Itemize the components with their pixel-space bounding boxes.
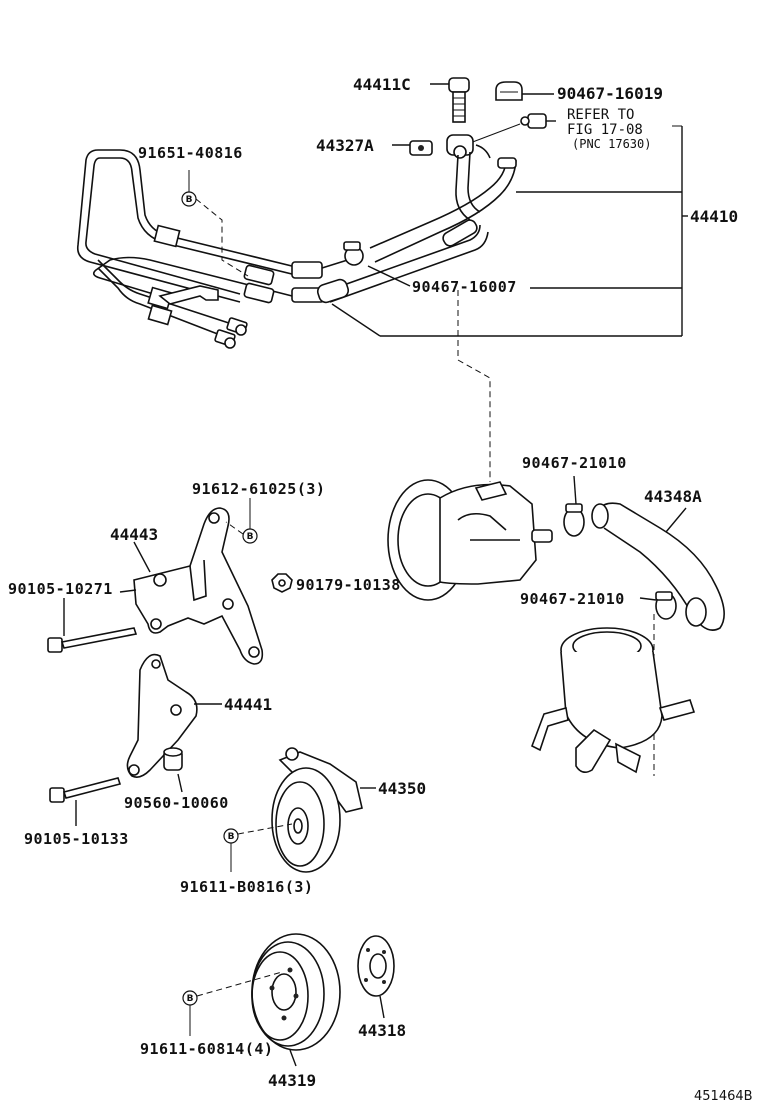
label-91611-B0816[interactable]: 91611-B0816(3) bbox=[180, 878, 313, 896]
bolt-marker-text: B bbox=[186, 195, 193, 205]
return-hose-44348A[interactable] bbox=[591, 502, 725, 631]
label-44410[interactable]: 44410 bbox=[690, 207, 738, 226]
reference-line3: (PNC 17630) bbox=[572, 137, 651, 151]
bolt-marker-91611-60814[interactable]: B bbox=[182, 990, 198, 1006]
bracket-44443[interactable] bbox=[133, 507, 264, 665]
bolt-marker-91611-B0816[interactable]: B bbox=[223, 828, 239, 844]
leader-90467-21010-upper bbox=[573, 475, 577, 505]
union-bolt-44411C[interactable] bbox=[448, 77, 470, 123]
bracket-44441[interactable] bbox=[126, 653, 198, 778]
clip-90467-16019[interactable] bbox=[495, 81, 523, 101]
power-steering-pump[interactable] bbox=[387, 479, 553, 601]
label-91651-40816[interactable]: 91651-40816 bbox=[138, 144, 243, 162]
leader-90105-10271-b bbox=[119, 589, 137, 593]
leader-90467-21010-lower bbox=[639, 597, 657, 601]
idler-pulley-44350[interactable] bbox=[271, 747, 363, 873]
bolt-marker-text-4: B bbox=[187, 994, 194, 1004]
dash-91612-61025 bbox=[225, 521, 244, 535]
label-90105-10133[interactable]: 90105-10133 bbox=[24, 830, 129, 848]
label-44327A[interactable]: 44327A bbox=[316, 136, 374, 155]
label-44411C[interactable]: 44411C bbox=[353, 75, 411, 94]
leader-44319 bbox=[289, 1049, 297, 1067]
label-90560-10060[interactable]: 90560-10060 bbox=[124, 794, 229, 812]
bolt-marker-text-3: B bbox=[228, 832, 235, 842]
leader-valve bbox=[469, 123, 521, 144]
bolt-90105-10133[interactable] bbox=[49, 777, 122, 803]
leader-44318 bbox=[379, 995, 385, 1019]
union-fitting bbox=[446, 134, 474, 159]
spacer-90560-10060[interactable] bbox=[163, 747, 183, 771]
reservoir-tank[interactable] bbox=[530, 627, 696, 774]
label-90467-21010-lower[interactable]: 90467-21010 bbox=[520, 590, 625, 608]
figure-code: 451464B bbox=[694, 1089, 753, 1104]
label-90467-16019[interactable]: 90467-16019 bbox=[557, 84, 663, 103]
clamp-90467-16007[interactable] bbox=[343, 241, 364, 266]
label-44350[interactable]: 44350 bbox=[378, 779, 426, 798]
pulley-44319[interactable] bbox=[251, 933, 341, 1051]
bracket-44410 bbox=[331, 126, 688, 337]
clamp-90467-21010-lower[interactable] bbox=[655, 591, 677, 620]
clamp-90467-21010-upper[interactable] bbox=[563, 503, 585, 537]
bolt-marker-91612-61025[interactable]: B bbox=[242, 528, 258, 544]
dash-91611-60814 bbox=[196, 971, 283, 997]
valve-connector[interactable] bbox=[520, 113, 556, 129]
leader-90560-10060 bbox=[177, 773, 183, 793]
label-91611-60814[interactable]: 91611-60814(4) bbox=[140, 1040, 273, 1058]
label-90179-10138[interactable]: 90179-10138 bbox=[296, 576, 401, 594]
label-91612-61025[interactable]: 91612-61025(3) bbox=[192, 480, 325, 498]
dash-91651-40816 bbox=[195, 198, 249, 277]
reference-line1: REFER TO bbox=[567, 107, 634, 123]
clamp-44327A[interactable] bbox=[409, 140, 433, 156]
dash-91611-B0816 bbox=[237, 823, 293, 835]
label-44319[interactable]: 44319 bbox=[268, 1071, 316, 1090]
plate-44318[interactable] bbox=[357, 935, 395, 997]
leader-44348A bbox=[665, 507, 687, 533]
label-90105-10271[interactable]: 90105-10271 bbox=[8, 580, 113, 598]
leader-90467-16007-a bbox=[367, 265, 411, 287]
bolt-marker-91651-40816[interactable]: B bbox=[181, 191, 197, 207]
label-44348A[interactable]: 44348A bbox=[644, 487, 702, 506]
bolt-90105-10271[interactable] bbox=[47, 627, 138, 653]
bolt-marker-text-2: B bbox=[247, 532, 254, 542]
nut-90179-10138[interactable] bbox=[271, 573, 293, 593]
reference-line2[interactable]: FIG 17-08 bbox=[567, 122, 643, 138]
pressure-hose-44410[interactable] bbox=[76, 144, 517, 349]
label-90467-16007[interactable]: 90467-16007 bbox=[412, 278, 517, 296]
label-44443[interactable]: 44443 bbox=[110, 525, 158, 544]
label-90467-21010-upper[interactable]: 90467-21010 bbox=[522, 454, 627, 472]
leader-44443 bbox=[133, 541, 151, 573]
dash-hose-to-pump bbox=[457, 290, 491, 482]
label-44441[interactable]: 44441 bbox=[224, 695, 272, 714]
label-44318[interactable]: 44318 bbox=[358, 1021, 406, 1040]
